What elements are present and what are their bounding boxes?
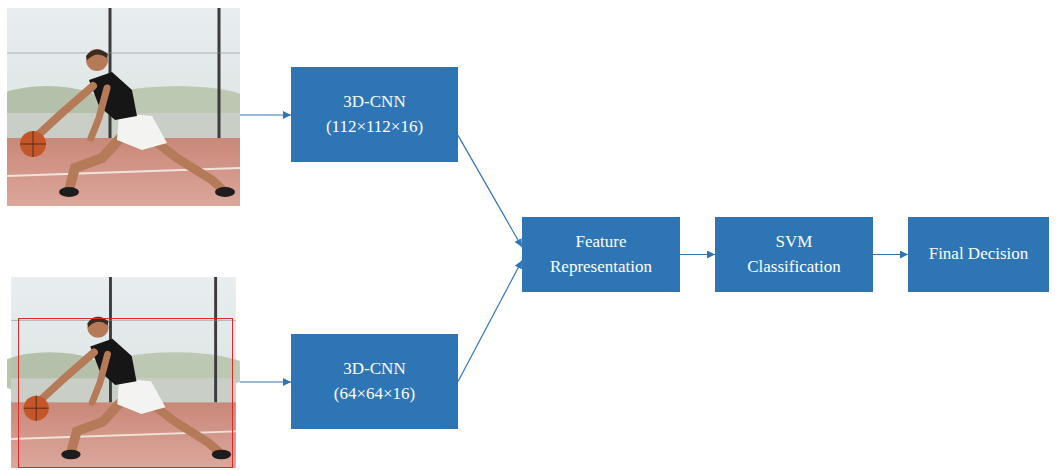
process-box: 3D-CNN (64×64×16) [291,334,458,429]
flow-arrow [873,254,908,255]
box-label: Final Decision [929,242,1029,267]
flow-arrow [680,254,715,255]
process-box: Final Decision [908,217,1049,292]
flow-arrow [458,261,522,382]
flow-arrow [458,135,522,247]
process-box: 3D-CNN (112×112×16) [291,67,458,162]
player-photo-cropped [0,277,252,468]
box-label: Feature Representation [539,230,664,279]
input-arrow [240,381,291,382]
crop-box [19,319,233,468]
process-box: Feature Representation [522,217,680,292]
player-photo [0,8,257,206]
box-label: SVM Classification [732,230,857,279]
input-arrow [240,114,291,115]
box-label: 3D-CNN (112×112×16) [310,90,440,139]
box-label: 3D-CNN (64×64×16) [310,357,440,406]
process-box: SVM Classification [715,217,873,292]
